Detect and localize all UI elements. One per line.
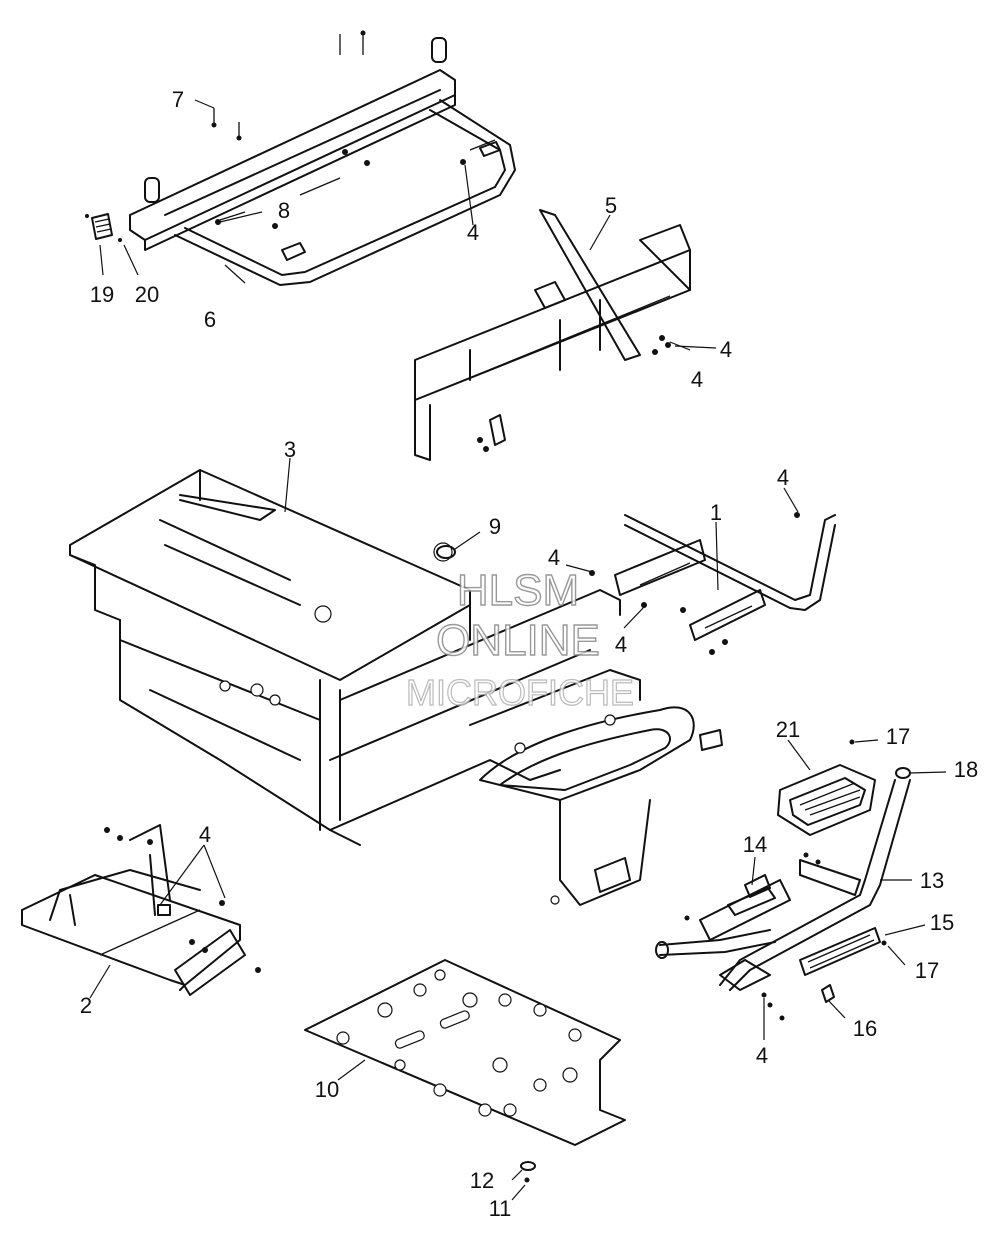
callout-19: 19 xyxy=(90,282,114,307)
watermark-line-3: MICROFICHE xyxy=(406,672,634,713)
callout-15: 15 xyxy=(930,910,954,935)
callout-16: 16 xyxy=(853,1016,877,1041)
callout-13: 13 xyxy=(920,868,944,893)
callout-6: 6 xyxy=(204,307,216,332)
part-21-light-assembly xyxy=(777,739,876,836)
part-14-bracket xyxy=(727,874,776,916)
callout-4-rear-lower: 4 xyxy=(691,367,703,392)
part-15-bumper-grille xyxy=(799,927,887,976)
callout-4-bumper-left: 4 xyxy=(548,545,560,570)
part-18-cap xyxy=(895,767,911,779)
callout-11: 11 xyxy=(489,1196,512,1221)
callout-5: 5 xyxy=(605,193,617,218)
part-5-rear-frame-section xyxy=(414,209,691,461)
part-3-main-chassis xyxy=(69,469,723,906)
part-11-12-fasteners xyxy=(520,1161,536,1183)
callout-4-bumper-top: 4 xyxy=(777,465,789,490)
watermark: HLSM ONLINE MICROFICHE xyxy=(405,565,634,713)
part-1-rear-bumper xyxy=(589,512,836,655)
callout-21: 21 xyxy=(776,717,800,742)
part-19-grille xyxy=(85,213,122,242)
callout-1: 1 xyxy=(710,500,722,525)
callout-4-front: 4 xyxy=(756,1043,768,1068)
part-2-footwell-frame xyxy=(21,824,261,996)
part-9-plug xyxy=(436,545,456,559)
callout-14: 14 xyxy=(743,832,767,857)
callout-10: 10 xyxy=(315,1077,339,1102)
watermark-line-1: HLSM xyxy=(457,566,579,615)
callout-17-lower: 17 xyxy=(915,958,939,983)
callout-4-cargo: 4 xyxy=(467,220,479,245)
callout-9: 9 xyxy=(489,514,501,539)
callout-3: 3 xyxy=(284,437,296,462)
part-16-clips xyxy=(761,984,835,1021)
leader-lines xyxy=(89,99,947,1201)
callout-4-footwell: 4 xyxy=(199,822,211,847)
callout-20: 20 xyxy=(135,282,159,307)
callout-8: 8 xyxy=(278,198,290,223)
callout-18: 18 xyxy=(954,757,978,782)
callout-2: 2 xyxy=(80,993,92,1018)
callout-labels: 1 2 3 4 4 4 4 4 4 4 4 5 6 7 8 9 10 11 12… xyxy=(80,87,978,1221)
callout-4-bumper-lower: 4 xyxy=(615,632,627,657)
watermark-line-2: ONLINE xyxy=(436,616,600,665)
callout-17-upper: 17 xyxy=(886,724,910,749)
part-13-front-bumper xyxy=(655,779,911,991)
part-6-cargo-frame xyxy=(129,30,516,286)
callout-4-rear-upper: 4 xyxy=(720,337,732,362)
callout-7: 7 xyxy=(172,87,184,112)
callout-12: 12 xyxy=(470,1168,494,1193)
part-10-skid-plate xyxy=(304,959,626,1146)
